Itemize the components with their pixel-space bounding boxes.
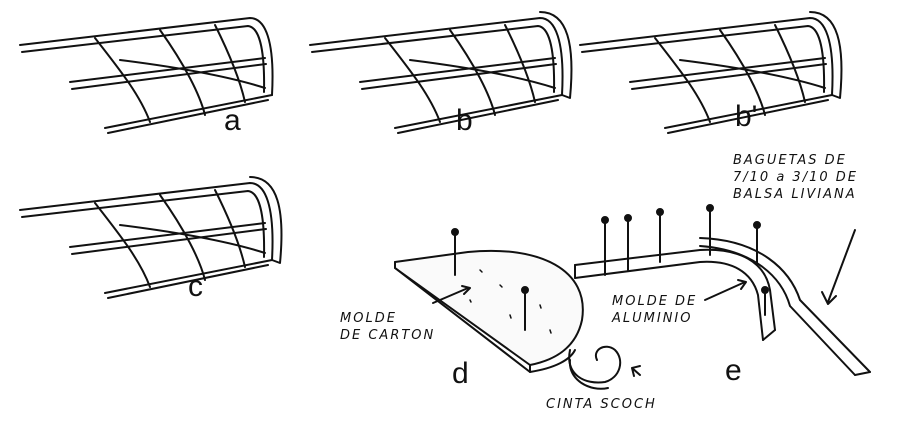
wing-rib-line bbox=[119, 224, 266, 254]
label-e: e bbox=[725, 354, 742, 387]
wing-rib-line bbox=[449, 29, 496, 116]
wing-edge-line bbox=[21, 190, 266, 258]
aluminum-mold bbox=[574, 204, 871, 376]
wing-rib-line bbox=[504, 24, 536, 103]
wing-rib-line bbox=[719, 29, 766, 116]
wing-edge-line bbox=[19, 182, 274, 261]
wing-edge-line bbox=[309, 17, 564, 96]
wing-edge-line bbox=[19, 17, 274, 96]
wing-edge-line bbox=[104, 94, 273, 129]
annotation-cinta: CINTA SCOCH bbox=[546, 397, 657, 412]
wing-frame-c bbox=[19, 176, 283, 299]
wing-rib-line bbox=[159, 194, 206, 281]
label-b: b bbox=[456, 104, 473, 137]
annotation-line: MOLDE DE bbox=[612, 294, 698, 309]
wing-tip-strip bbox=[249, 176, 283, 264]
wing-edge-line bbox=[107, 99, 269, 134]
wing-edge-line bbox=[579, 17, 834, 96]
label-d: d bbox=[452, 357, 469, 390]
wing-edge-line bbox=[311, 25, 556, 93]
annotation-line: ALUMINIO bbox=[612, 311, 693, 326]
label-c: c bbox=[188, 270, 203, 303]
wing-rib-line bbox=[214, 24, 246, 103]
wing-rib-line bbox=[774, 24, 806, 103]
wing-edge-line bbox=[667, 99, 829, 134]
wing-rib-line bbox=[654, 37, 711, 123]
label-a: a bbox=[224, 104, 241, 137]
annotation-line: MOLDE bbox=[340, 311, 397, 326]
wing-edge-line bbox=[397, 99, 559, 134]
wing-rib-line bbox=[679, 59, 826, 89]
wing-tip-strip bbox=[809, 11, 843, 99]
wing-edge-line bbox=[394, 94, 563, 129]
wing-rib-line bbox=[384, 37, 441, 123]
tape-roll bbox=[568, 345, 641, 390]
wing-frame-a bbox=[19, 17, 274, 134]
annotation-line: BALSA LIVIANA bbox=[733, 187, 857, 202]
wing-edge-line bbox=[21, 25, 266, 93]
annotation-line: DE CARTON bbox=[340, 328, 436, 343]
annotation-line: 7/10 a 3/10 DE bbox=[733, 170, 858, 185]
cardboard-mold bbox=[394, 228, 584, 373]
annotation-molde-carton: MOLDE DE CARTON bbox=[340, 310, 435, 344]
wing-rib-line bbox=[214, 189, 246, 268]
wing-rib-line bbox=[119, 59, 266, 89]
wing-frame-b bbox=[309, 11, 573, 134]
wing-edge-line bbox=[107, 264, 269, 299]
annotation-molde-aluminio: MOLDE DE ALUMINIO bbox=[612, 293, 697, 327]
wing-rib-line bbox=[159, 29, 206, 116]
wing-edge-line bbox=[581, 25, 826, 93]
annotation-baguetas: BAGUETAS DE 7/10 a 3/10 DE BALSA LIVIANA bbox=[733, 152, 858, 203]
wing-tip-strip bbox=[539, 11, 573, 99]
wing-frame-b-prime bbox=[579, 11, 843, 134]
wing-rib-line bbox=[94, 202, 151, 288]
wing-rib-line bbox=[409, 59, 556, 89]
label-b-prime: b' bbox=[735, 100, 758, 133]
annotation-line: BAGUETAS DE bbox=[733, 153, 847, 168]
wing-rib-line bbox=[94, 37, 151, 123]
